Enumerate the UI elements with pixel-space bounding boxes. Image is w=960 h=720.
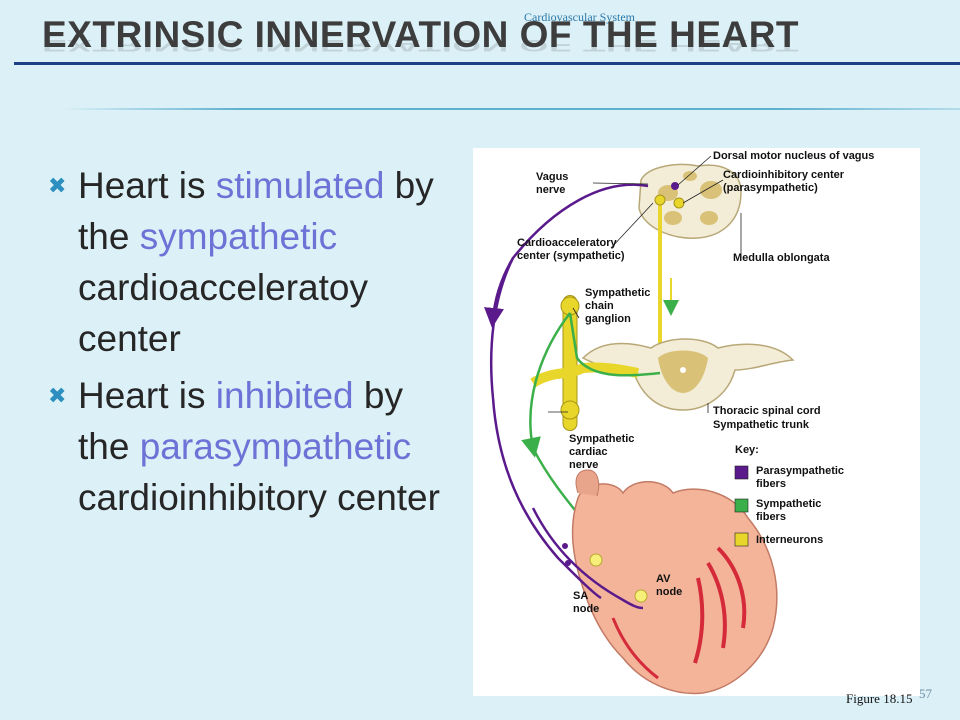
key-sympathetic-label: Sympathetic <box>756 498 821 510</box>
bullet-text: by the <box>78 375 403 467</box>
av-node-marker <box>634 589 648 603</box>
title-underline <box>14 62 960 65</box>
leader-lines <box>548 155 742 413</box>
label-dorsal-motor-nucleus: Dorsal motor nucleus of vagus <box>713 150 874 162</box>
label-vagus-nerve: Vagus <box>536 171 568 183</box>
label-cardioacceleratory-center: Cardioacceleratory <box>517 237 618 249</box>
label-av-node: node <box>656 586 682 598</box>
key-swatch-parasympathetic <box>734 465 749 480</box>
bullet-text: by the <box>78 165 434 257</box>
bullet-text: cardioacceleratoy center <box>78 267 368 359</box>
key-swatch-interneurons <box>734 532 749 547</box>
label-cardiac-nerve: nerve <box>569 459 598 471</box>
label-sa-node: SA <box>573 590 588 602</box>
diagram-key: Key: Parasympathetic fibers Sympathetic … <box>734 444 844 547</box>
bullet-text: Heart is <box>78 165 216 206</box>
accent-divider <box>60 108 960 110</box>
slide-title: EXTRINSIC INNERVATION OF THE HEART <box>42 14 800 55</box>
label-sa-node: node <box>573 603 599 615</box>
highlight-term: stimulated <box>215 165 385 206</box>
bullet-text: cardioinhibitory center <box>78 477 440 518</box>
key-parasympathetic-label: Parasympathetic <box>756 465 844 477</box>
label-chain-ganglion: chain <box>585 300 614 312</box>
label-medulla-oblongata: Medulla oblongata <box>733 252 830 264</box>
bullet-list: ✖ Heart is stimulated by the sympathetic… <box>46 160 456 529</box>
bullet-item: ✖ Heart is stimulated by the sympathetic… <box>46 160 456 364</box>
bullet-marker-icon: ✖ <box>48 383 67 408</box>
thoracic-spinal-cord-shape <box>581 338 795 411</box>
label-chain-ganglion: ganglion <box>585 313 631 325</box>
label-cardioinhibitory-center: (parasympathetic) <box>723 182 818 194</box>
label-cardiac-nerve: Sympathetic <box>569 433 634 445</box>
key-swatch-sympathetic <box>734 498 749 513</box>
bullet-marker-icon: ✖ <box>48 173 67 198</box>
key-sympathetic-label: fibers <box>756 511 786 523</box>
highlight-term: sympathetic <box>139 216 338 257</box>
section-label: Cardiovascular System <box>524 10 635 24</box>
key-title: Key: <box>735 444 759 456</box>
figure-caption: Figure 18.15 <box>846 691 913 706</box>
highlight-term: inhibited <box>215 375 354 416</box>
innervation-diagram: Vagus nerve Dorsal motor nucleus of vagu… <box>473 148 920 696</box>
label-thoracic-spinal-cord: Thoracic spinal cord <box>713 405 821 417</box>
label-cardioacceleratory-center: center (sympathetic) <box>517 250 625 262</box>
bullet-item: ✖ Heart is inhibited by the parasympathe… <box>46 370 456 523</box>
bullet-text: Heart is <box>78 375 216 416</box>
label-cardioinhibitory-center: Cardioinhibitory center <box>723 169 845 181</box>
parasympathetic-fibers <box>484 182 679 610</box>
label-cardiac-nerve: cardiac <box>569 446 608 458</box>
label-chain-ganglion: Sympathetic <box>585 287 650 299</box>
key-interneurons-label: Interneurons <box>756 534 823 546</box>
highlight-term: parasympathetic <box>139 426 412 467</box>
label-av-node: AV <box>656 573 671 585</box>
label-vagus-nerve: nerve <box>536 184 565 196</box>
page-number: 57 <box>919 686 932 701</box>
key-parasympathetic-label: fibers <box>756 478 786 490</box>
sa-node-marker <box>589 553 603 567</box>
heart-shape <box>571 469 778 695</box>
label-sympathetic-trunk: Sympathetic trunk <box>713 419 810 431</box>
